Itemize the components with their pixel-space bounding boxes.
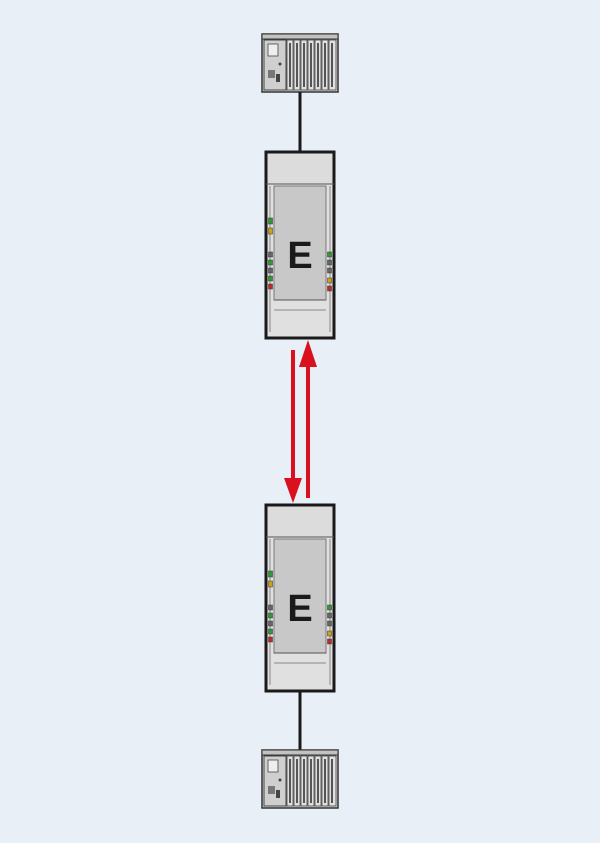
- up-arrow-icon: [299, 340, 317, 367]
- plc-controller-icon: [261, 749, 339, 809]
- bottom-extender-label: E: [287, 588, 312, 630]
- top-extender-device: E: [264, 150, 336, 340]
- bottom-extender-device: E: [264, 503, 336, 693]
- bidirectional-link: [284, 340, 317, 503]
- plc-controller-icon: [261, 33, 339, 93]
- top-extender-label: E: [287, 235, 312, 277]
- down-arrow-icon: [284, 478, 302, 503]
